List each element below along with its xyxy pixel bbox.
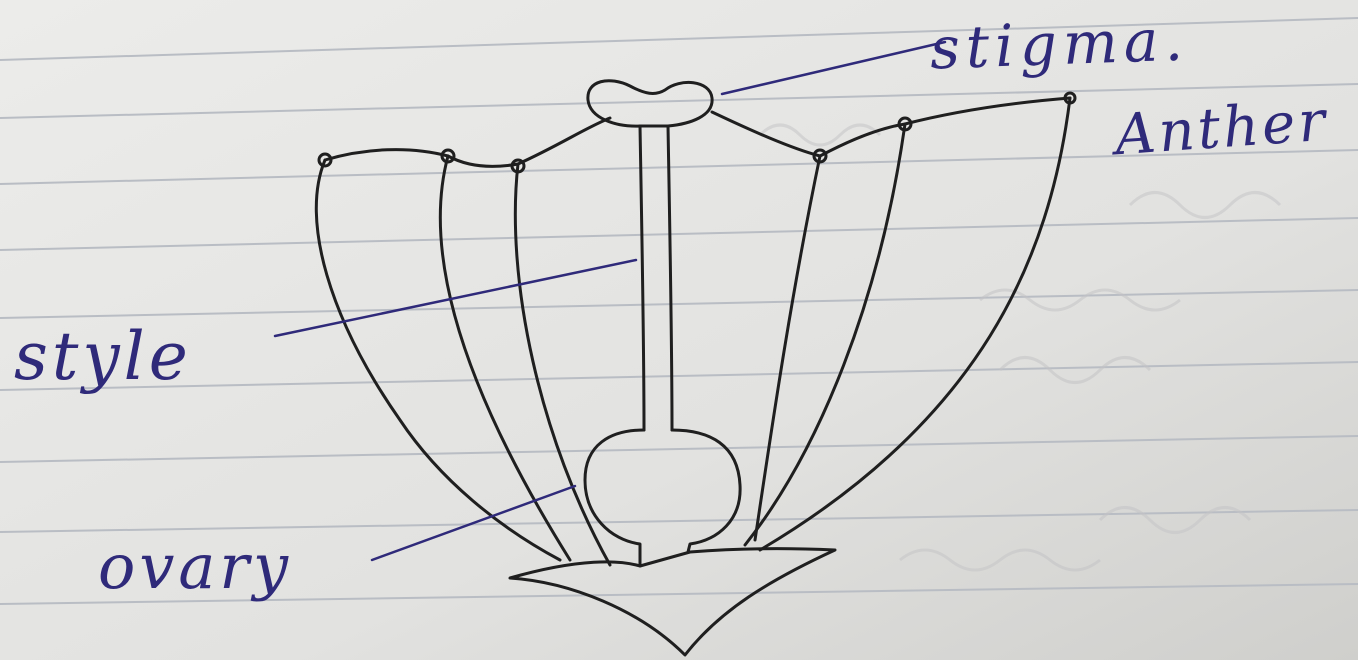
ruled-lines [0,17,1358,605]
style-pointer [273,258,638,338]
ovary-label: ovary [98,530,292,603]
flower-sketch [314,79,1077,657]
style-label: style [14,318,192,395]
calyx-shape [508,547,837,657]
stigma-shape [586,79,714,128]
anther-dot [317,152,333,168]
anther-dot [1063,91,1077,105]
ovary-pointer [370,484,577,562]
anther-dot [897,116,913,132]
stigma-label: stigma. [928,5,1190,83]
ovary-shape [583,428,646,568]
anther-dot [440,148,456,164]
style-shape [638,124,646,432]
stigma-pointer [720,40,947,96]
anther-dot [812,148,828,164]
anther-dot [510,158,526,174]
pointer-lines [273,40,947,562]
bleed-through-text [758,123,1282,572]
